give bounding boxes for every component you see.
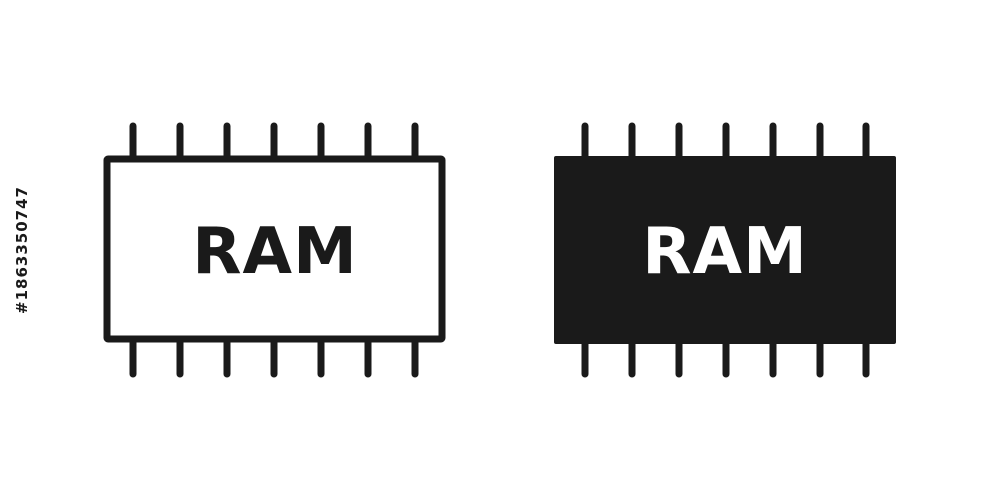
bottom-pins (129, 337, 419, 378)
top-pins (129, 122, 419, 162)
ram-chip-outline-icon: RAM (103, 122, 446, 378)
ram-chip-filled-icon: RAM (554, 122, 896, 378)
ram-label-outline: RAM (192, 215, 358, 289)
chip-body-filled (554, 156, 896, 344)
chip-body-outline (103, 155, 446, 343)
bottom-pins (581, 337, 870, 378)
top-pins (581, 122, 870, 162)
stock-image-id: #1863350747 (13, 186, 31, 314)
ram-label-filled: RAM (642, 215, 808, 289)
